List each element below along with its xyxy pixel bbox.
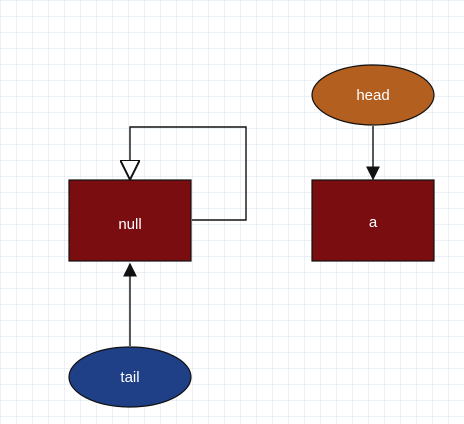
node-null-box	[68, 179, 192, 262]
node-a-box	[311, 179, 435, 262]
node-tail[interactable]: tail	[68, 346, 192, 408]
node-head-ellipse	[311, 64, 435, 126]
node-null-label: null	[118, 216, 141, 233]
node-tail-label: tail	[120, 369, 139, 386]
node-head[interactable]: head	[311, 64, 435, 126]
node-a[interactable]: a	[311, 179, 435, 262]
null-self-loop-edge	[130, 126, 247, 221]
node-tail-ellipse	[68, 346, 192, 408]
node-head-label: head	[356, 87, 389, 104]
node-null[interactable]: null	[68, 179, 192, 262]
node-a-label: a	[369, 214, 378, 231]
